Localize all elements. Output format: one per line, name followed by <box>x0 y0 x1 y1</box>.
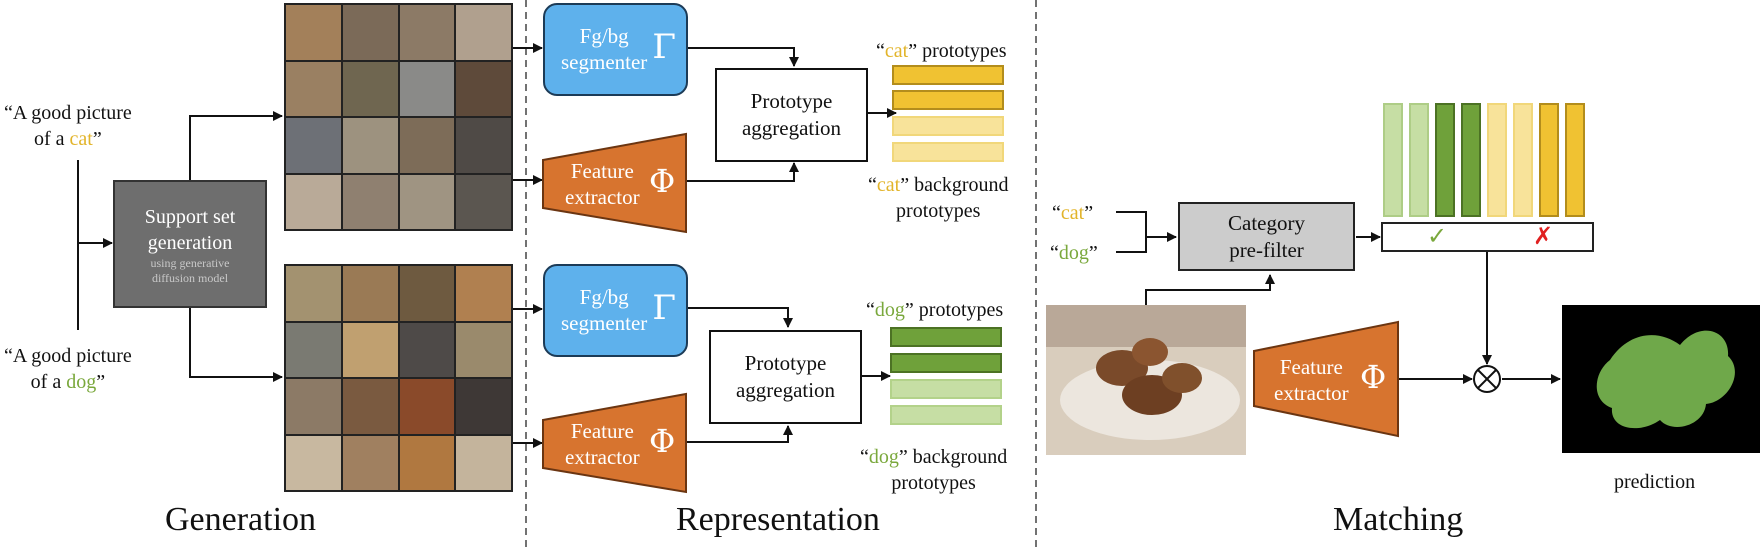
cat-fg-bar-1 <box>1539 103 1559 217</box>
dog-prototypes-word: dog <box>874 299 905 321</box>
dog-background-line2: prototypes <box>891 472 976 494</box>
prefilter-result-box: ✓ ✗ <box>1381 222 1594 252</box>
prompt-cat-line2: of a cat” <box>4 126 132 152</box>
cat-prototypes-word: cat <box>884 40 909 62</box>
aggregation-label-cat-1: Prototype <box>750 89 833 113</box>
aggregation-label-cat-2: aggregation <box>741 116 842 140</box>
section-title-representation: Representation <box>676 501 880 538</box>
aggregation-label-dog-2: aggregation <box>735 378 836 402</box>
cat-bg-bar-1 <box>1487 103 1507 217</box>
category-prefilter-box: Category pre-filter <box>1178 202 1355 271</box>
cross-icon: ✗ <box>1533 222 1554 250</box>
section-title-matching: Matching <box>1333 501 1464 538</box>
dog-background-prototypes-title: “dog” background prototypes <box>860 446 1008 494</box>
prompt-cat-close-quote: ” <box>92 128 102 150</box>
matching-dog-label: “dog” <box>1050 242 1098 264</box>
prototype-aggregation-box-cat: Prototype aggregation <box>715 68 868 162</box>
cat-background-word: cat <box>876 174 901 196</box>
prompt-cat-word: cat <box>69 128 93 150</box>
cat-background-line2: prototypes <box>896 200 981 222</box>
prompt-connectors <box>77 111 283 382</box>
prompt-dog-line1: “A good picture <box>4 345 132 367</box>
prompt-cat-line1: “A good picture <box>4 102 132 124</box>
dog-fg-bar-1 <box>1435 103 1455 217</box>
feature-extractor-shape-cat <box>542 132 687 234</box>
dog-photo-grid <box>284 264 513 492</box>
dog-background-word: dog <box>868 446 899 468</box>
prompt-dog-line2: of a dog” <box>4 369 132 395</box>
cat-prototypes-title: “cat” prototypes <box>876 40 1007 62</box>
dog-fg-prototype-1 <box>890 327 1002 347</box>
prefilter-label-2: pre-filter <box>1229 238 1304 262</box>
dog-fg-bar-2 <box>1461 103 1481 217</box>
prompt-cat-prefix: of a <box>34 128 70 150</box>
cat-fg-prototype-1 <box>892 65 1004 85</box>
matching-cat-word: cat <box>1060 202 1085 224</box>
dog-prototypes-title: “dog” prototypes <box>866 299 1004 321</box>
gamma-symbol-cat: Γ <box>652 27 676 67</box>
dog-bg-bar-1 <box>1383 103 1403 217</box>
aggregation-label-dog-1: Prototype <box>744 351 827 375</box>
support-box-sub-1: using generative <box>150 256 230 270</box>
prompt-dog-close-quote: ” <box>96 371 106 393</box>
matching-connectors <box>1116 211 1561 384</box>
support-set-generation-box: Support set generation using generative … <box>113 180 267 308</box>
dog-branch-connectors <box>512 304 891 448</box>
feature-extractor-shape-dog <box>542 392 687 494</box>
query-photo-dogs-on-bed <box>1046 305 1246 455</box>
feature-extractor-shape-query <box>1253 320 1399 438</box>
cat-fg-prototype-2 <box>892 90 1004 110</box>
phi-symbol-dog: Φ <box>649 422 676 460</box>
cat-fg-bar-2 <box>1565 103 1585 217</box>
dog-bg-prototype-1 <box>890 379 1002 399</box>
dog-bg-prototype-2 <box>890 405 1002 425</box>
support-box-title-2: generation <box>147 232 233 254</box>
prototype-aggregation-box-dog: Prototype aggregation <box>709 330 862 424</box>
prefilter-label-1: Category <box>1228 211 1305 235</box>
dog-fg-prototype-2 <box>890 353 1002 373</box>
prompt-dog: “A good picture of a dog” <box>4 343 132 395</box>
section-title-generation: Generation <box>165 501 317 538</box>
prompt-dog-prefix: of a <box>30 371 67 393</box>
phi-symbol-query: Φ <box>1360 358 1387 396</box>
multiply-icon-stroke-b <box>1477 369 1497 389</box>
prompt-cat: “A good picture of a cat” <box>4 100 132 152</box>
support-box-title-1: Support set <box>144 206 236 228</box>
cat-bg-prototype-1 <box>892 116 1004 136</box>
dog-bg-bar-2 <box>1409 103 1429 217</box>
check-icon: ✓ <box>1427 222 1448 250</box>
gamma-symbol-dog: Γ <box>652 288 676 328</box>
cat-bg-prototype-2 <box>892 142 1004 162</box>
support-box-sub-2: diffusion model <box>151 271 229 285</box>
matching-cat-label: “cat” <box>1052 202 1094 224</box>
prompt-dog-word: dog <box>66 371 97 393</box>
prediction-label: prediction <box>1614 471 1696 493</box>
cat-photo-grid <box>284 3 513 231</box>
segmentation-mask-prediction <box>1562 305 1760 453</box>
phi-symbol-cat: Φ <box>649 162 676 200</box>
cat-branch-connectors <box>512 43 897 185</box>
cat-background-prototypes-title: “cat” background prototypes <box>868 174 1009 222</box>
matching-dog-word: dog <box>1058 242 1089 264</box>
cat-bg-bar-2 <box>1513 103 1533 217</box>
